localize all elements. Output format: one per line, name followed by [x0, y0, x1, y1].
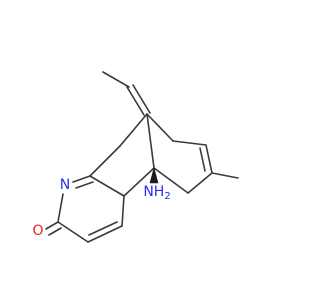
ethylidene-double-bond-outer [126, 86, 145, 116]
carbonyl-double-bond-outer [45, 221, 59, 230]
bond-quaternary-ring-fusion [123, 167, 155, 197]
ring-bond-bridgehead-alkene [172, 140, 207, 146]
ring-bond-ch2-quaternary [153, 167, 189, 194]
stereo-wedge-bond [149, 167, 159, 184]
ring-double-bond-inner [199, 147, 206, 172]
nitrogen-atom-label: N [60, 177, 70, 193]
bond-nitrogen-carbonyl-carbon [57, 193, 64, 223]
bond-ch2-fused-carbon [89, 145, 121, 177]
ring-alkene-double-bond-inner [88, 221, 118, 236]
imine-double-bond-outer [72, 175, 91, 183]
amine-subscript: 2 [164, 191, 170, 202]
bridge-bond-left [119, 113, 148, 147]
carbonyl-double-bond-inner [48, 227, 62, 236]
bond-fused-carbon-ring-fusion [89, 175, 125, 197]
ethylidene-methyl-bond [102, 71, 130, 88]
oxygen-atom-label: O [32, 223, 43, 239]
methyl-bond [211, 172, 239, 179]
molecule-structure: N O NH2 [32, 71, 239, 243]
bridge-bond-right [146, 113, 174, 142]
bond-carbonyl-carbon-alkene [57, 221, 89, 243]
ring-double-bond-outer [205, 144, 213, 174]
amine-group-label: NH2 [143, 184, 170, 202]
amine-symbol: NH [143, 184, 164, 200]
imine-double-bond-inner [75, 181, 94, 189]
ring-alkene-double-bond-outer [87, 225, 123, 243]
bond-alkene-ring-fusion [121, 195, 125, 227]
ring-bond-alkene-ch2 [187, 172, 213, 194]
bridge-bond-to-quaternary [146, 113, 155, 169]
ethylidene-double-bond-inner [132, 84, 151, 114]
